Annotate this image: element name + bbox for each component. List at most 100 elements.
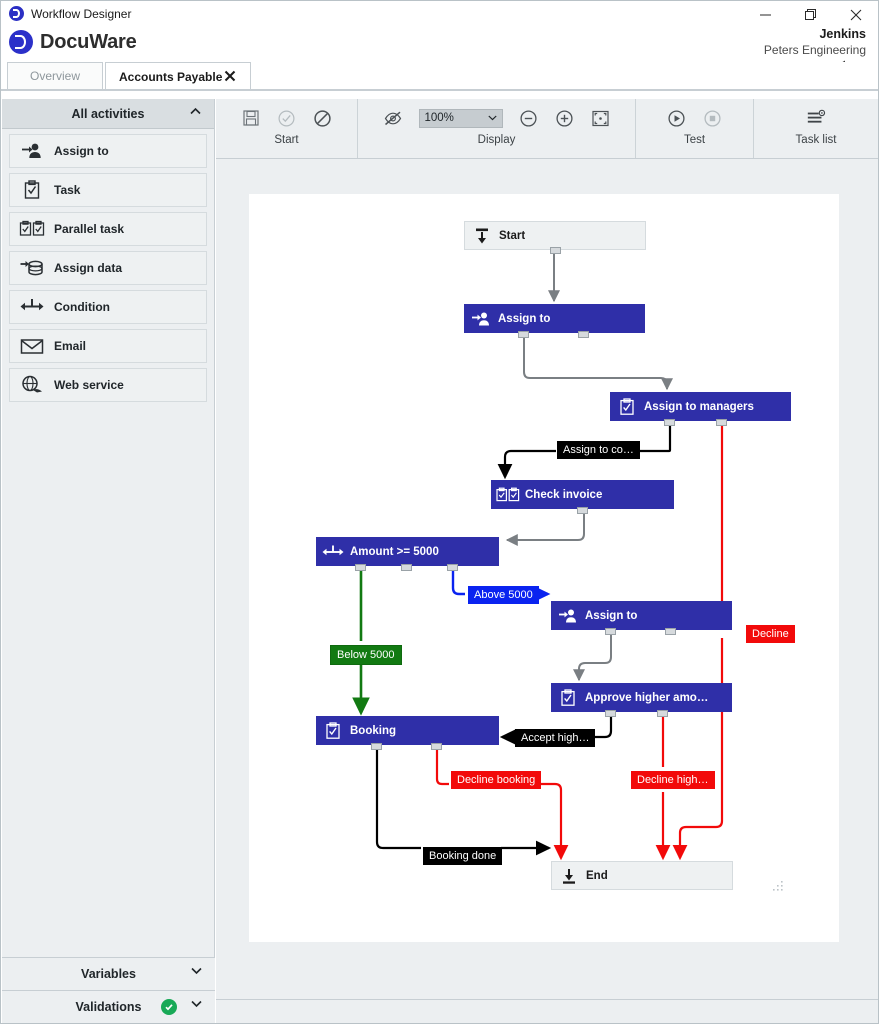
chevron-down-icon[interactable]	[191, 999, 202, 1009]
task-icon	[316, 721, 350, 740]
node-port[interactable]	[657, 710, 668, 717]
sidebar-item-label: Condition	[54, 300, 110, 314]
edge-label-assign-to-co[interactable]: Assign to co…	[557, 441, 640, 459]
chevron-down-icon[interactable]	[191, 966, 202, 976]
maximize-button[interactable]	[788, 1, 833, 28]
email-icon	[10, 338, 54, 355]
tab-accounts-payable[interactable]: Accounts Payable	[105, 62, 251, 91]
fit-to-screen-icon[interactable]	[591, 108, 611, 128]
sidebar-item-assign-to[interactable]: Assign to	[9, 134, 207, 168]
title-bar: Workflow Designer	[1, 1, 878, 28]
zoom-level-select[interactable]: 100%	[418, 108, 503, 128]
node-port[interactable]	[577, 507, 588, 514]
brand: DocuWare	[9, 30, 137, 54]
parallel-task-icon	[491, 487, 525, 503]
toolbar-group-task-list: Task list	[754, 99, 878, 158]
node-amount-condition[interactable]: Amount >= 5000	[316, 537, 499, 571]
node-port[interactable]	[447, 564, 458, 571]
node-approve-higher-amount[interactable]: Approve higher amo…	[551, 683, 732, 717]
save-icon[interactable]	[241, 108, 261, 128]
parallel-task-icon	[10, 220, 54, 238]
minimize-button[interactable]	[743, 1, 788, 28]
node-label: Check invoice	[525, 488, 603, 501]
sidebar-item-label: Email	[54, 339, 87, 353]
edge-label-above-5000[interactable]: Above 5000	[468, 586, 539, 604]
user-info: Jenkins Peters Engineering ?	[764, 26, 866, 74]
edge-label-decline-booking[interactable]: Decline booking	[451, 771, 542, 789]
node-end[interactable]: End	[551, 861, 733, 890]
node-port[interactable]	[605, 710, 616, 717]
node-assign-to-2[interactable]: Assign to	[551, 601, 732, 635]
assign-data-icon	[10, 258, 54, 278]
node-port[interactable]	[665, 628, 676, 635]
zoom-in-icon[interactable]	[555, 108, 575, 128]
assign-to-icon	[464, 311, 498, 327]
edge-label-below-5000[interactable]: Below 5000	[330, 645, 402, 665]
task-list-group-buttons	[792, 99, 840, 137]
chevron-up-icon[interactable]	[190, 107, 201, 117]
node-port[interactable]	[664, 419, 675, 426]
workflow-canvas[interactable]: Start Assign to	[249, 194, 839, 942]
toolbar-group-start: Start	[216, 99, 358, 158]
task-icon	[551, 688, 585, 707]
task-list-icon[interactable]	[806, 108, 826, 128]
sidebar-panel-validations[interactable]: Validations	[2, 990, 215, 1023]
workflow-work-area[interactable]: Start Assign to	[216, 159, 878, 999]
docuware-logo-icon	[9, 30, 33, 54]
resize-grip-icon[interactable]	[773, 878, 783, 891]
node-port[interactable]	[371, 743, 382, 750]
node-port[interactable]	[716, 419, 727, 426]
node-port[interactable]	[550, 247, 561, 254]
check-circle-icon[interactable]	[277, 108, 297, 128]
edge-label-accept-high[interactable]: Accept high…	[515, 729, 596, 747]
assign-to-icon	[10, 142, 54, 160]
play-icon[interactable]	[667, 108, 687, 128]
node-label: Approve higher amo…	[585, 691, 709, 704]
tab-close-icon[interactable]	[224, 70, 236, 85]
tab-accounts-payable-label: Accounts Payable	[119, 69, 223, 84]
tab-overview-label: Overview	[29, 69, 80, 83]
node-check-invoice[interactable]: Check invoice	[491, 480, 674, 514]
sidebar-item-web-service[interactable]: Web service	[9, 368, 207, 402]
tab-bar: Overview Accounts Payable	[1, 62, 878, 91]
zoom-out-icon[interactable]	[519, 108, 539, 128]
sidebar-item-parallel-task[interactable]: Parallel task	[9, 212, 207, 246]
hide-eye-icon[interactable]	[383, 108, 403, 128]
sidebar-item-condition[interactable]: Condition	[9, 290, 207, 324]
sidebar-item-email[interactable]: Email	[9, 329, 207, 363]
node-port[interactable]	[401, 564, 412, 571]
sidebar-panel-variables[interactable]: Variables	[2, 957, 215, 990]
node-booking[interactable]: Booking	[316, 716, 499, 750]
node-port[interactable]	[578, 331, 589, 338]
node-port[interactable]	[518, 331, 529, 338]
node-label: End	[586, 869, 608, 882]
toolbar-group-label: Test	[683, 134, 706, 146]
main-toolbar: Start 100%	[216, 99, 878, 159]
user-name: Jenkins	[819, 27, 866, 41]
sidebar-item-assign-data[interactable]: Assign data	[9, 251, 207, 285]
node-port[interactable]	[431, 743, 442, 750]
no-entry-icon[interactable]	[313, 108, 333, 128]
all-activities-header[interactable]: All activities	[2, 99, 214, 129]
tab-overview[interactable]: Overview	[7, 62, 103, 90]
stop-icon[interactable]	[703, 108, 723, 128]
all-activities-title: All activities	[71, 106, 145, 121]
node-start[interactable]: Start	[464, 221, 646, 254]
edge-label-decline[interactable]: Decline	[746, 625, 795, 643]
workflow-edges	[352, 252, 724, 861]
node-assign-to-1[interactable]: Assign to	[464, 304, 645, 338]
sidebar-item-label: Parallel task	[54, 222, 125, 236]
validation-status-badge	[161, 999, 177, 1015]
sidebar-item-task[interactable]: Task	[9, 173, 207, 207]
condition-icon	[10, 298, 54, 316]
chevron-down-icon	[487, 112, 497, 124]
close-button[interactable]	[833, 1, 878, 28]
user-organization: Peters Engineering	[763, 43, 866, 57]
node-port[interactable]	[605, 628, 616, 635]
node-port[interactable]	[355, 564, 366, 571]
edge-label-decline-high[interactable]: Decline high…	[631, 771, 715, 789]
test-group-buttons	[653, 99, 737, 137]
edge-label-booking-done[interactable]: Booking done	[423, 847, 503, 865]
node-assign-to-managers[interactable]: Assign to managers	[610, 392, 791, 426]
